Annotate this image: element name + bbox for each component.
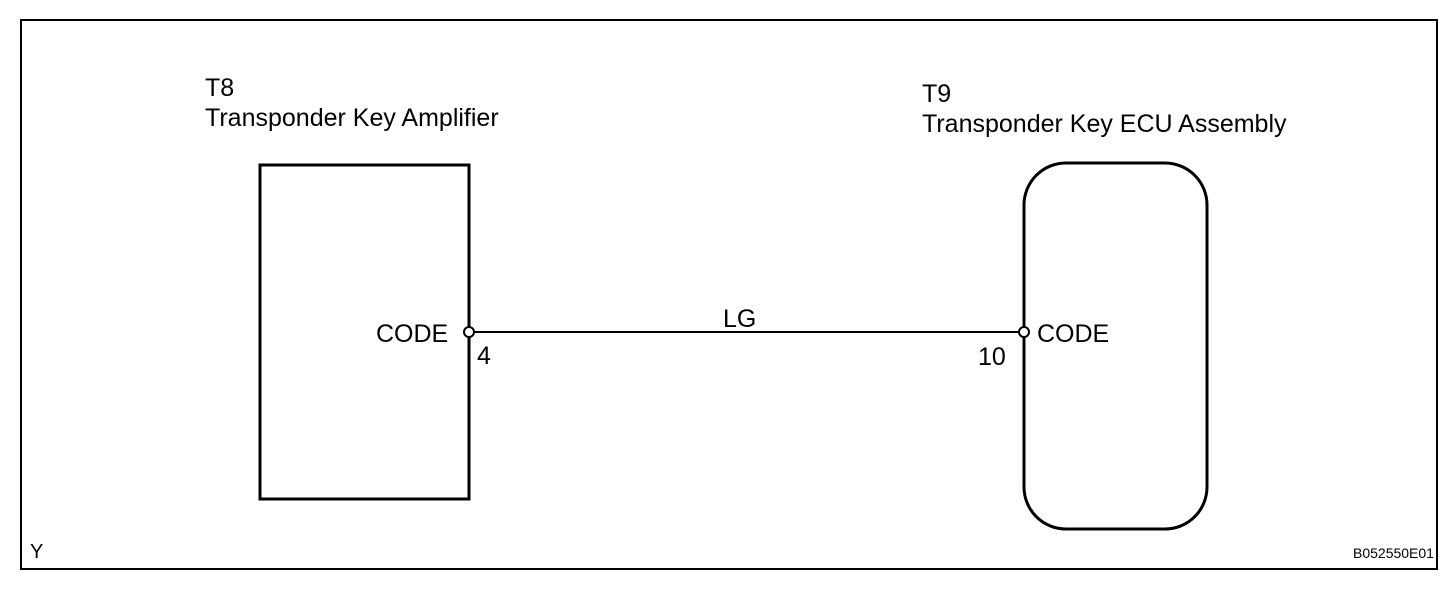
t9-terminal-circle — [1018, 326, 1030, 338]
t8-terminal-name: CODE — [376, 320, 449, 348]
t9-component-box — [1022, 161, 1209, 531]
t8-component-name: Transponder Key Amplifier — [205, 104, 499, 132]
t8-connector-label: T8 — [205, 74, 235, 102]
corner-letter: Y — [30, 541, 44, 563]
t8-pin-number: 4 — [477, 342, 491, 370]
t8-terminal-circle — [463, 326, 475, 338]
t9-component-name: Transponder Key ECU Assembly — [922, 110, 1287, 138]
t9-connector-label: T9 — [922, 80, 952, 108]
t9-pin-number: 10 — [978, 343, 1006, 371]
wire-color-label: LG — [723, 305, 757, 333]
figure-id: B052550E01 — [1353, 545, 1434, 561]
diagram-frame — [20, 19, 1438, 570]
t9-terminal-name: CODE — [1037, 320, 1110, 348]
